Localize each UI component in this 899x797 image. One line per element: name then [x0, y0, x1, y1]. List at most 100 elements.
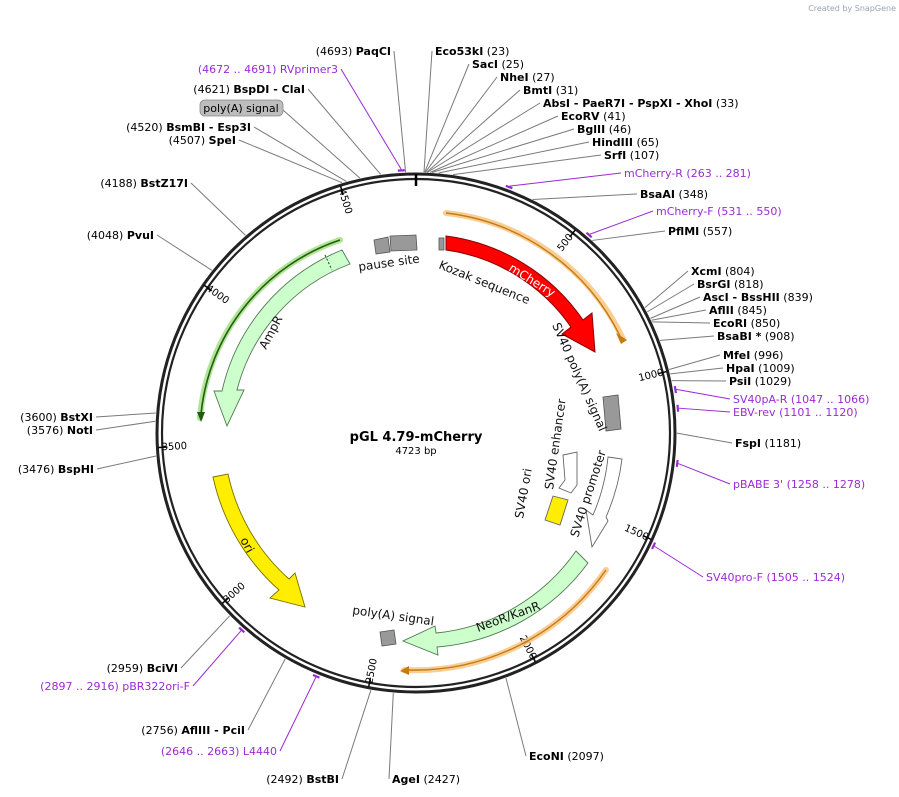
ampr-orf-arrow — [197, 412, 205, 422]
primer-mark — [675, 459, 679, 468]
site-label: (4507) SpeI — [169, 134, 236, 147]
plasmid-name: pGL 4.79-mCherry — [350, 430, 483, 445]
primer-mark — [238, 626, 246, 634]
tick-label-4500: 4500 — [336, 188, 354, 216]
site-leader-lines — [95, 50, 733, 780]
primer-leader — [654, 545, 704, 578]
site-label: AflII (845) — [709, 304, 767, 317]
tick-500 — [569, 229, 576, 238]
feature-ampr — [213, 249, 351, 428]
tick-2500 — [367, 677, 372, 687]
site-label: HpaI (1009) — [726, 362, 795, 375]
site-leader — [95, 412, 156, 418]
primer-mark — [312, 673, 320, 679]
site-label: (2959) BciVI — [107, 662, 178, 675]
site-leader — [651, 309, 707, 321]
tick-label-3000: 3000 — [221, 581, 247, 606]
site-label: (3600) BstXI — [20, 411, 93, 424]
site-label: AgeI (2427) — [392, 773, 460, 786]
feature-sv40-promoter — [585, 456, 623, 549]
site-label: PflMI (557) — [668, 225, 732, 238]
site-label: (4520) BsmBI - Esp3I — [126, 121, 251, 134]
primer-label: EBV-rev (1101 .. 1120) — [733, 406, 858, 419]
site-label: (4188) BstZ17I — [100, 177, 188, 190]
primer-mark — [585, 231, 593, 239]
site-label: BsaAI (348) — [640, 188, 708, 201]
site-leader — [670, 367, 724, 375]
feature-label-pause-site: pause site — [357, 252, 420, 274]
primer-leader — [509, 172, 622, 187]
site-leader — [431, 128, 575, 173]
polya-callout-label: poly(A) signal — [203, 102, 278, 115]
primer-leader — [589, 210, 654, 235]
primer-marks — [238, 169, 680, 679]
site-leader — [427, 102, 541, 173]
primer-leader — [279, 677, 317, 752]
site-label: XcmI (804) — [691, 265, 755, 278]
site-label: BsaBI * (908) — [717, 330, 795, 343]
site-leader — [426, 89, 521, 173]
mcherry-orf-line — [445, 212, 621, 337]
features — [212, 234, 623, 656]
primer-label: SV40pro-F (1505 .. 1524) — [706, 571, 845, 584]
tick-4000 — [203, 284, 213, 292]
site-leader — [646, 283, 695, 313]
primer-mark — [673, 385, 678, 394]
site-label: NheI (27) — [500, 71, 555, 84]
site-leader — [388, 692, 394, 780]
site-leader — [307, 88, 382, 175]
primer-label: (4672 .. 4691) RVprimer3 — [198, 63, 338, 76]
site-leader — [532, 193, 638, 200]
site-leader — [253, 126, 347, 182]
tick-label-3500: 3500 — [161, 441, 187, 453]
tick-1500 — [642, 534, 652, 540]
tick-2000 — [530, 653, 537, 663]
feature-kozak — [438, 237, 445, 251]
feature-pause-site-a — [373, 236, 391, 255]
site-leader — [676, 432, 733, 444]
site-label: AbsI - PaeR7I - PspXI - XhoI (33) — [543, 97, 738, 110]
site-leader — [95, 420, 156, 431]
site-leader — [452, 154, 602, 176]
site-leader — [424, 63, 470, 173]
ampr-dashed-marker — [324, 254, 333, 271]
site-label: (2492) BstBI — [266, 773, 339, 786]
snapgene-watermark: Created by SnapGene — [808, 4, 896, 13]
site-label: PsiI (1029) — [729, 375, 791, 388]
orf-arcs — [197, 210, 627, 675]
feature-ori — [212, 473, 306, 608]
primer-mark — [651, 542, 657, 550]
tick-4500 — [339, 186, 344, 196]
primer-mark — [505, 184, 513, 190]
site-label: (4621) BspDI - ClaI — [193, 83, 305, 96]
site-leader — [238, 139, 343, 184]
neor-orf-arrow — [400, 666, 409, 675]
site-leader — [96, 455, 157, 470]
site-leader — [669, 354, 721, 370]
site-label: (2756) AflIII - PciI — [141, 724, 245, 737]
tick-label-1000: 1000 — [637, 367, 664, 384]
tick-label-1500: 1500 — [622, 523, 650, 544]
site-leader — [423, 50, 433, 173]
site-label: FspI (1181) — [735, 437, 801, 450]
feature-label-ori: ori — [237, 535, 257, 555]
primer-leader — [678, 463, 731, 485]
feature-pause-site-b — [389, 234, 418, 252]
primer-leader — [676, 388, 731, 400]
feature-sv40-ori — [544, 495, 569, 526]
site-label: EcoNI (2097) — [529, 750, 604, 763]
feature-label-polya: poly(A) signal — [352, 603, 435, 628]
site-label: (4048) PvuI — [87, 229, 154, 242]
site-leader — [650, 296, 701, 319]
tick-1000 — [657, 370, 667, 375]
site-leader — [393, 50, 407, 173]
site-label: (4693) PaqCI — [316, 45, 391, 58]
polya-callout-box — [199, 99, 284, 117]
primer-label: (2646 .. 2663) L4440 — [161, 745, 277, 758]
feature-polya-signal — [379, 629, 397, 647]
site-label: SacI (25) — [472, 58, 524, 71]
feature-sv40-polya — [602, 394, 622, 432]
site-leader — [341, 689, 372, 780]
